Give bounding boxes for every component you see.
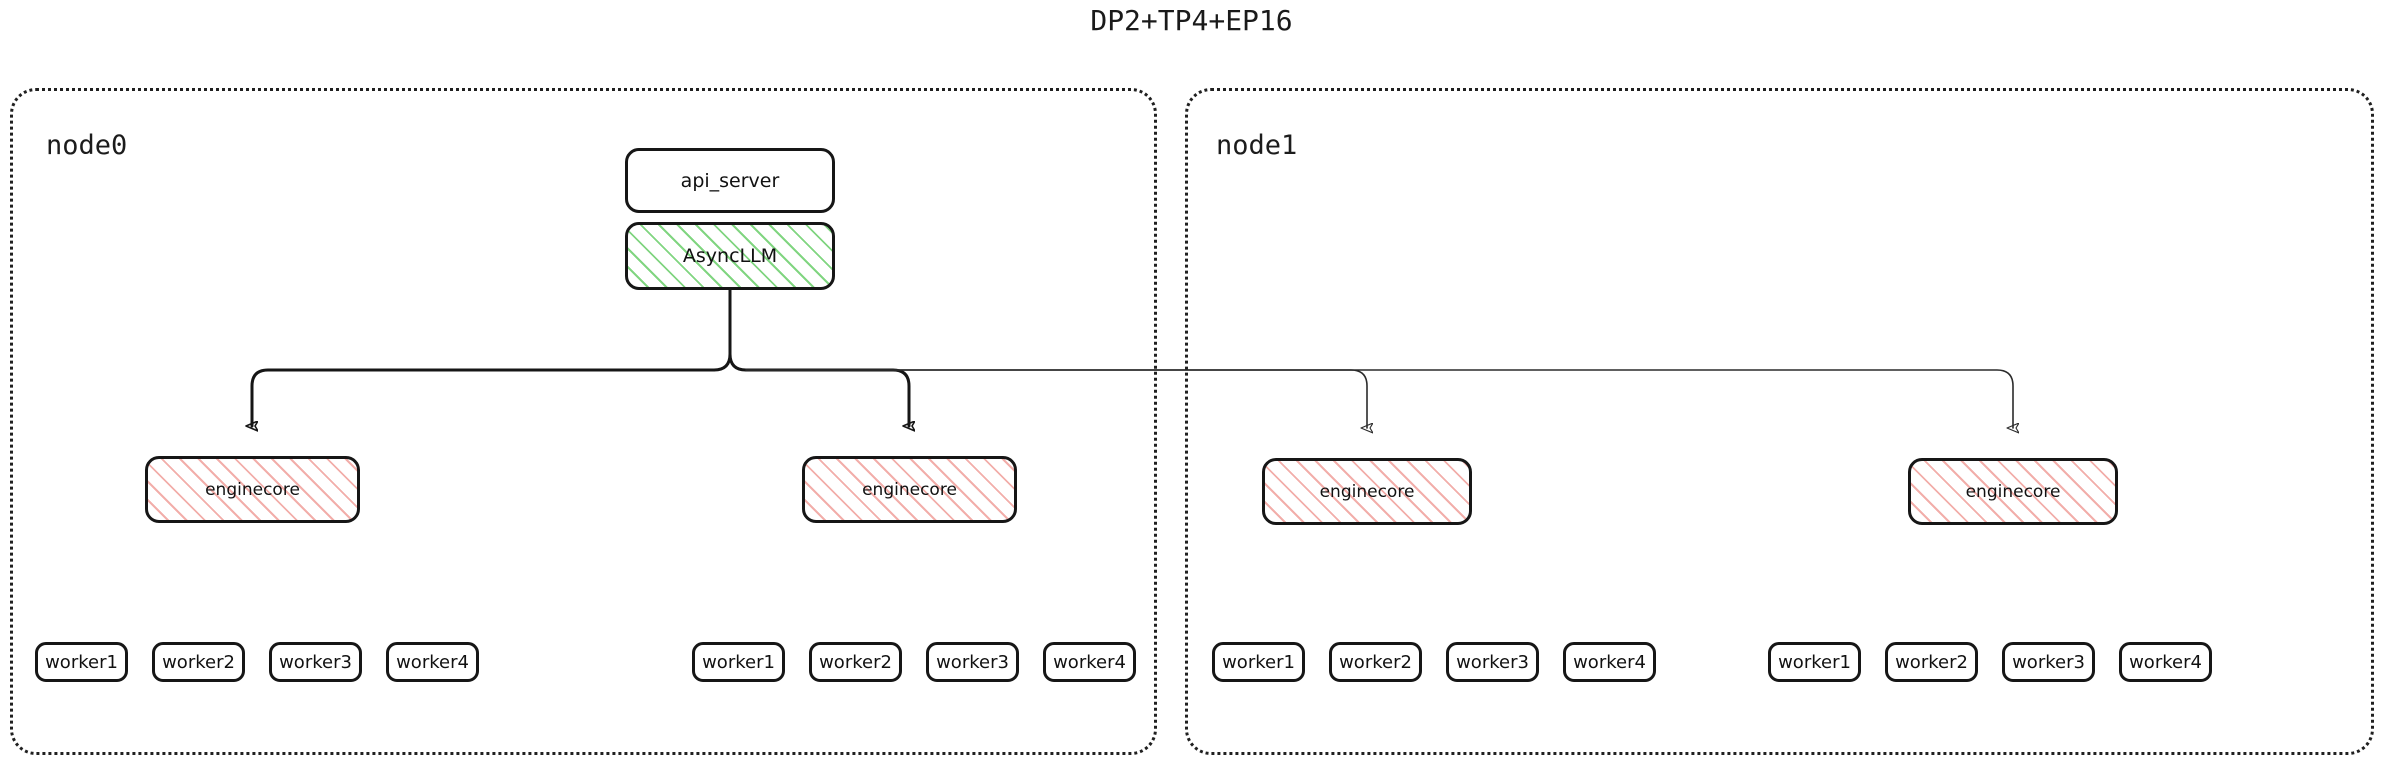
worker-label: worker2 [819,651,892,673]
worker-box[interactable]: worker2 [1885,642,1978,682]
worker-box[interactable]: worker1 [1212,642,1305,682]
worker-label: worker4 [1053,651,1126,673]
worker-label: worker1 [45,651,118,673]
worker-box[interactable]: worker2 [152,642,245,682]
worker-box[interactable]: worker2 [809,642,902,682]
worker-box[interactable]: worker1 [35,642,128,682]
worker-box[interactable]: worker1 [1768,642,1861,682]
worker-label: worker2 [162,651,235,673]
worker-box[interactable]: worker4 [1043,642,1136,682]
worker-box[interactable]: worker3 [1446,642,1539,682]
page-title: DP2+TP4+EP16 [1090,4,1293,37]
worker-box[interactable]: worker4 [386,642,479,682]
enginecore-label: enginecore [205,479,300,500]
worker-label: worker3 [2012,651,2085,673]
api_server-label: api_server [680,169,780,192]
enginecore-label: enginecore [862,479,957,500]
async_llm-box[interactable]: AsyncLLM [625,222,835,290]
worker-label: worker1 [702,651,775,673]
worker-label: worker3 [936,651,1009,673]
node-label-node1: node1 [1216,130,1298,161]
worker-box[interactable]: worker3 [926,642,1019,682]
enginecore-label: enginecore [1319,481,1415,502]
worker-box[interactable]: worker1 [692,642,785,682]
api_server-box[interactable]: api_server [625,148,835,213]
worker-label: worker3 [279,651,352,673]
worker-box[interactable]: worker4 [1563,642,1656,682]
worker-box[interactable]: worker4 [2119,642,2212,682]
async_llm-label: AsyncLLM [682,245,778,267]
enginecore-label: enginecore [1965,481,2061,502]
worker-box[interactable]: worker2 [1329,642,1422,682]
worker-box[interactable]: worker3 [2002,642,2095,682]
worker-box[interactable]: worker3 [269,642,362,682]
enginecore-box[interactable]: enginecore [145,456,360,523]
worker-label: worker2 [1895,651,1968,673]
worker-label: worker1 [1778,651,1851,673]
worker-label: worker4 [2129,651,2202,673]
worker-label: worker4 [1573,651,1646,673]
worker-label: worker4 [396,651,469,673]
enginecore-box[interactable]: enginecore [1262,458,1472,525]
node-label-node0: node0 [46,130,128,161]
enginecore-box[interactable]: enginecore [1908,458,2118,525]
worker-label: worker1 [1222,651,1295,673]
worker-label: worker3 [1456,651,1529,673]
enginecore-box[interactable]: enginecore [802,456,1017,523]
worker-label: worker2 [1339,651,1412,673]
